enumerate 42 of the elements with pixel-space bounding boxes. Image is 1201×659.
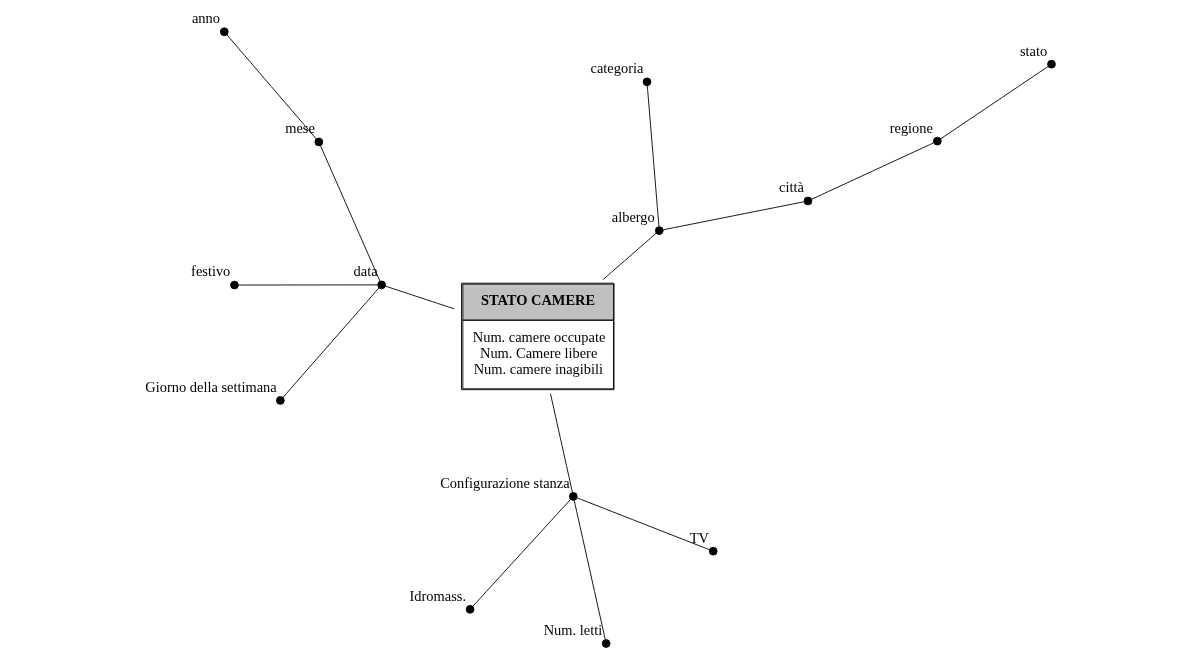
connector [320,145,381,282]
connector [238,284,379,286]
connector [940,66,1049,140]
node-label: data [353,263,378,280]
node-label: anno [191,10,220,27]
node-circle [1047,59,1056,69]
node-label: Num. letti [543,621,603,638]
node-label: Configurazione stanza [440,474,570,491]
node-circle [654,226,664,235]
connector [646,85,660,228]
node-circle [219,27,229,37]
connector [226,34,317,140]
node-label: Idromass. [409,587,467,604]
connector [811,142,935,200]
node-circle [314,137,324,147]
node-label: stato [1019,42,1048,59]
node-circle [276,396,285,405]
connector [472,498,571,607]
connector [602,232,657,280]
node-label: categoria [590,60,644,77]
connector [550,393,573,493]
node-circle [642,77,652,87]
node-circle [230,280,239,290]
node-label: albergo [611,208,655,225]
connector [384,285,455,310]
node-circle [933,136,942,146]
node-label: città [779,179,804,196]
connector [282,287,380,398]
node-circle [708,546,718,556]
node-label: mese [285,120,315,137]
node-label: festivo [191,263,231,280]
node-label: Giorno della settimana [145,378,277,395]
node-circle [803,196,813,206]
node-label: regione [889,119,933,136]
node-circle [377,280,386,290]
connector [662,201,805,231]
node-circle [568,492,578,501]
connector [573,499,606,640]
node-circle [601,639,611,648]
node-circle [465,604,475,614]
node-label: TV [689,529,710,546]
connector [576,497,710,551]
